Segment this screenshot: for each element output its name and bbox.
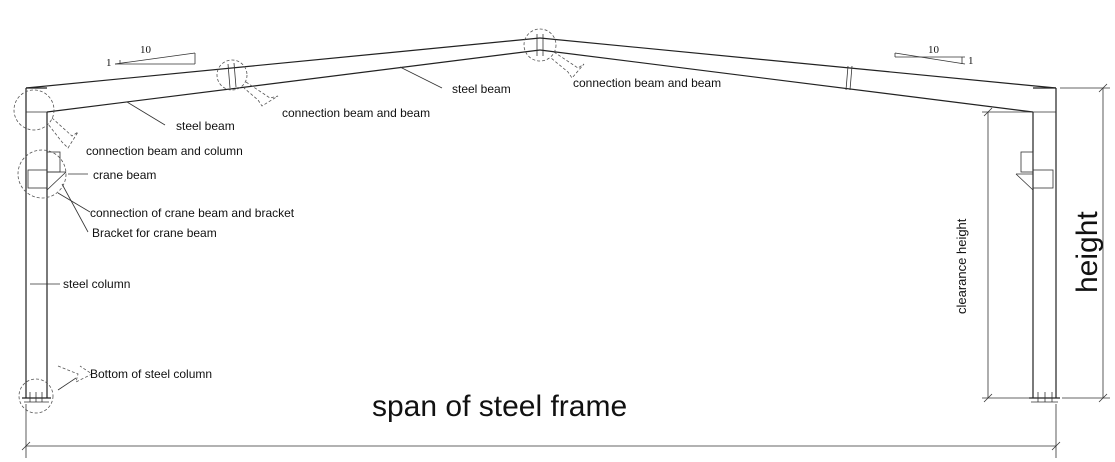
label-bracket-crane-beam: Bracket for crane beam [92,226,217,240]
detail-circle-beam-column [13,89,55,131]
left-steel-column [22,88,51,403]
label-steel-beam-left: steel beam [176,119,235,133]
label-connection-beam-beam-left: connection beam and beam [282,106,430,120]
detail-circle-beam-beam [216,59,248,91]
label-clearance-height: clearance height [954,218,969,314]
leader-lines [30,66,443,285]
label-steel-column: steel column [63,277,130,291]
label-connection-crane-bracket: connection of crane beam and bracket [90,206,295,220]
slope-right-run: 10 [928,44,940,56]
slope-indicator-left: 1 10 [106,44,196,69]
label-connection-beam-column: connection beam and column [86,144,243,158]
beam-splice-right [845,65,853,91]
label-bottom-steel-column: Bottom of steel column [90,367,212,381]
label-crane-beam: crane beam [93,168,156,182]
slope-left-rise: 1 [106,57,112,69]
slope-indicator-right: 10 1 [894,44,974,67]
clearance-height-dimension [982,107,1033,403]
ridge-splice [536,34,544,56]
label-connection-beam-beam-ridge: connection beam and beam [573,76,721,90]
detail-circle-crane [17,149,67,199]
detail-circle-ridge [523,28,557,62]
right-steel-column [1029,88,1060,403]
height-dimension [1060,83,1110,403]
label-height: height [1071,211,1104,293]
roof-beams [25,37,1057,113]
slope-right-rise: 1 [968,55,974,67]
callout-arrows [47,51,585,391]
right-crane-bracket [1015,151,1054,191]
span-dimension [21,404,1061,458]
detail-circle-column-base [18,378,54,414]
left-crane-bracket [27,151,67,191]
label-steel-beam-mid: steel beam [452,82,511,96]
slope-left-run: 10 [140,44,152,56]
beam-splice-left [227,62,237,89]
label-span: span of steel frame [372,390,627,423]
